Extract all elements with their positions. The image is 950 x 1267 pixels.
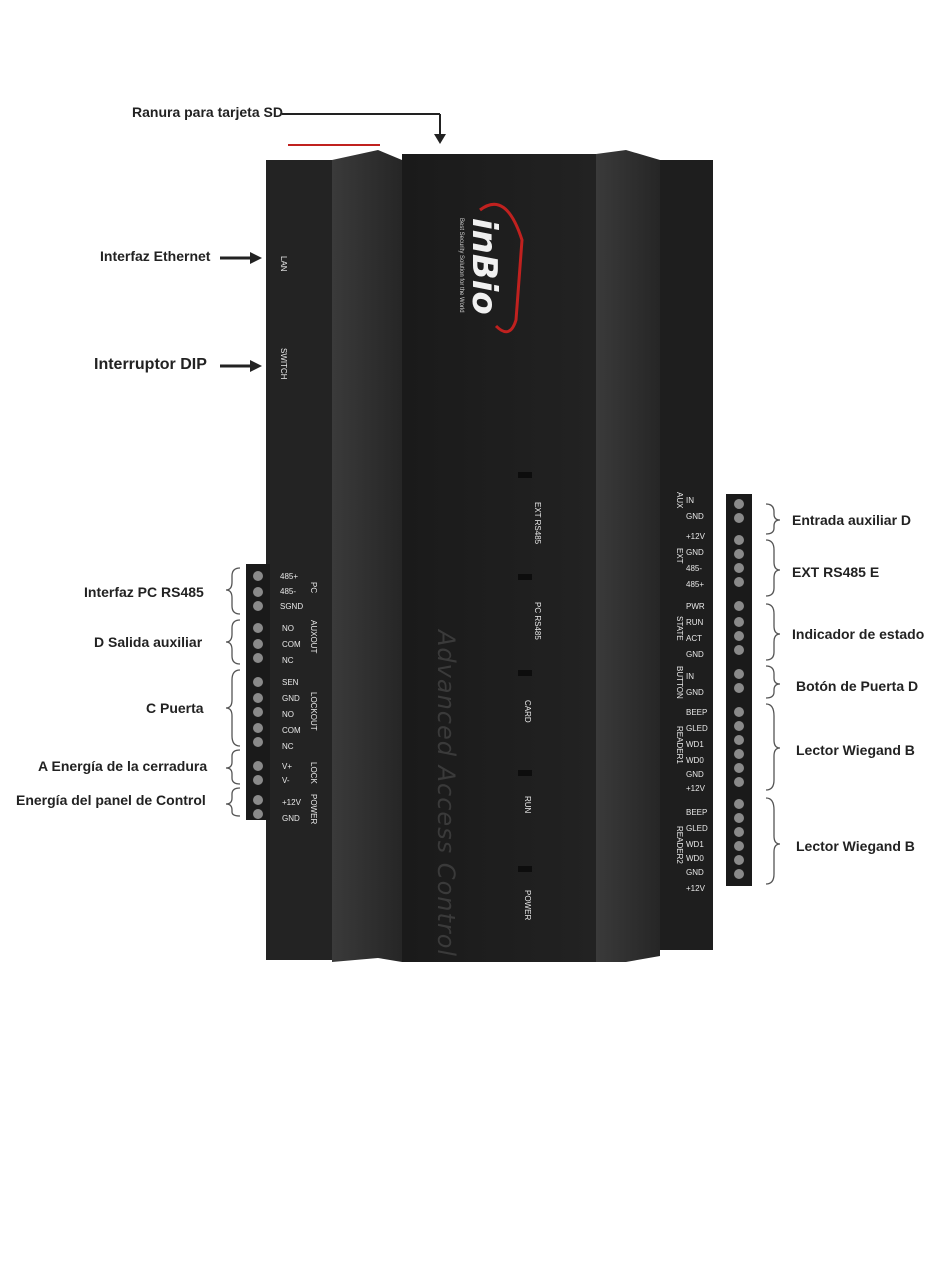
led-run: RUN xyxy=(523,796,532,814)
auxout-pin: NO xyxy=(282,624,294,633)
lockout-pin: NO xyxy=(282,710,294,719)
lock-title: LOCK xyxy=(309,762,318,784)
reader1-pin: GND xyxy=(686,770,704,779)
pc-title: PC xyxy=(309,582,318,594)
brand-tagline: Best Security Solution for the World xyxy=(458,218,464,313)
reader2-pin: GND xyxy=(686,868,704,877)
lock-power-label: A Energía de la cerradura xyxy=(38,758,208,774)
reader1-title: READER1 xyxy=(675,726,684,764)
dip-switch-arrow xyxy=(220,360,262,372)
door-button-label: Botón de Puerta D xyxy=(796,678,919,694)
button-pin: IN xyxy=(686,672,694,681)
reader2-label: Lector Wiegand B xyxy=(796,838,915,854)
ethernet-label: Interfaz Ethernet xyxy=(100,248,211,264)
right-braces xyxy=(765,503,781,885)
auxout-pin: COM xyxy=(282,640,301,649)
reader2-pin: WD0 xyxy=(686,854,704,863)
pc-pin: 485+ xyxy=(280,572,299,581)
button-pin: GND xyxy=(686,688,704,697)
left-terminal-screws xyxy=(246,564,270,820)
pc-rs485-label: Interfaz PC RS485 xyxy=(84,584,204,600)
lockout-pin: SEN xyxy=(282,678,299,687)
ext-title: EXT xyxy=(675,548,684,564)
reader1-pin: WD1 xyxy=(686,740,704,749)
reader2-pin: BEEP xyxy=(686,808,708,817)
port-switch-label: SWITCH xyxy=(279,348,288,380)
controller-device: inBio Best Security Solution for the Wor… xyxy=(246,150,752,962)
left-braces xyxy=(226,567,241,817)
reader1-pin: BEEP xyxy=(686,708,708,717)
reader2-pin: +12V xyxy=(686,884,705,893)
button-title: BUTTON xyxy=(675,666,684,699)
auxout-pin: NC xyxy=(282,656,294,665)
panel-power-label: Energía del panel de Control xyxy=(16,792,206,808)
lockout-pin: NC xyxy=(282,742,294,751)
model-text: Advanced Access Control xyxy=(432,630,460,958)
door-label: C Puerta xyxy=(146,700,204,716)
aux-pin: GND xyxy=(686,512,704,521)
reader2-title: READER2 xyxy=(675,826,684,864)
lock-pin: V- xyxy=(282,776,290,785)
auxout-title: AUXOUT xyxy=(309,620,318,654)
pc-pin: SGND xyxy=(280,602,304,611)
state-indicator-label: Indicador de estado xyxy=(792,626,925,642)
right-terminal-screws xyxy=(726,494,752,886)
reader1-pin: GLED xyxy=(686,724,708,733)
port-lan-label: LAN xyxy=(279,256,288,272)
reader1-pin: +12V xyxy=(686,784,705,793)
aux-out-label: D Salida auxiliar xyxy=(94,634,203,650)
ext-pin: +12V xyxy=(686,532,705,541)
led-ext-rs485: EXT RS485 xyxy=(533,502,542,545)
lockout-pin: GND xyxy=(282,694,300,703)
aux-pin: IN xyxy=(686,496,694,505)
ethernet-arrow xyxy=(220,252,262,264)
lockout-title: LOCKOUT xyxy=(309,692,318,731)
led-pc-rs485: PC RS485 xyxy=(533,602,542,640)
ext-pin: 485- xyxy=(686,564,703,573)
sd-slot-label: Ranura para tarjeta SD xyxy=(132,104,283,120)
aux-title: AUX xyxy=(675,492,684,509)
aux-in-label: Entrada auxiliar D xyxy=(792,512,912,528)
led-card: CARD xyxy=(523,700,532,723)
power-pin: +12V xyxy=(282,798,301,807)
brand-logo: inBio xyxy=(464,218,504,315)
red-accent-line xyxy=(288,144,380,146)
pc-pin: 485- xyxy=(280,587,297,596)
reader1-pin: WD0 xyxy=(686,756,704,765)
ext-pin: 485+ xyxy=(686,580,705,589)
device-body xyxy=(266,150,713,962)
power-title: POWER xyxy=(309,794,318,825)
reader1-label: Lector Wiegand B xyxy=(796,742,915,758)
state-pin: GND xyxy=(686,650,704,659)
ext-rs485-label: EXT RS485 E xyxy=(792,564,880,580)
reader2-pin: GLED xyxy=(686,824,708,833)
state-pin: ACT xyxy=(686,634,702,643)
ext-pin: GND xyxy=(686,548,704,557)
power-pin: GND xyxy=(282,814,300,823)
sd-slot-arrow xyxy=(282,113,446,144)
lockout-pin: COM xyxy=(282,726,301,735)
led-power: POWER xyxy=(523,890,532,921)
state-pin: PWR xyxy=(686,602,705,611)
dip-switch-label: Interruptor DIP xyxy=(94,356,207,373)
lock-pin: V+ xyxy=(282,762,293,771)
state-title: STATE xyxy=(675,616,684,641)
state-pin: RUN xyxy=(686,618,704,627)
reader2-pin: WD1 xyxy=(686,840,704,849)
